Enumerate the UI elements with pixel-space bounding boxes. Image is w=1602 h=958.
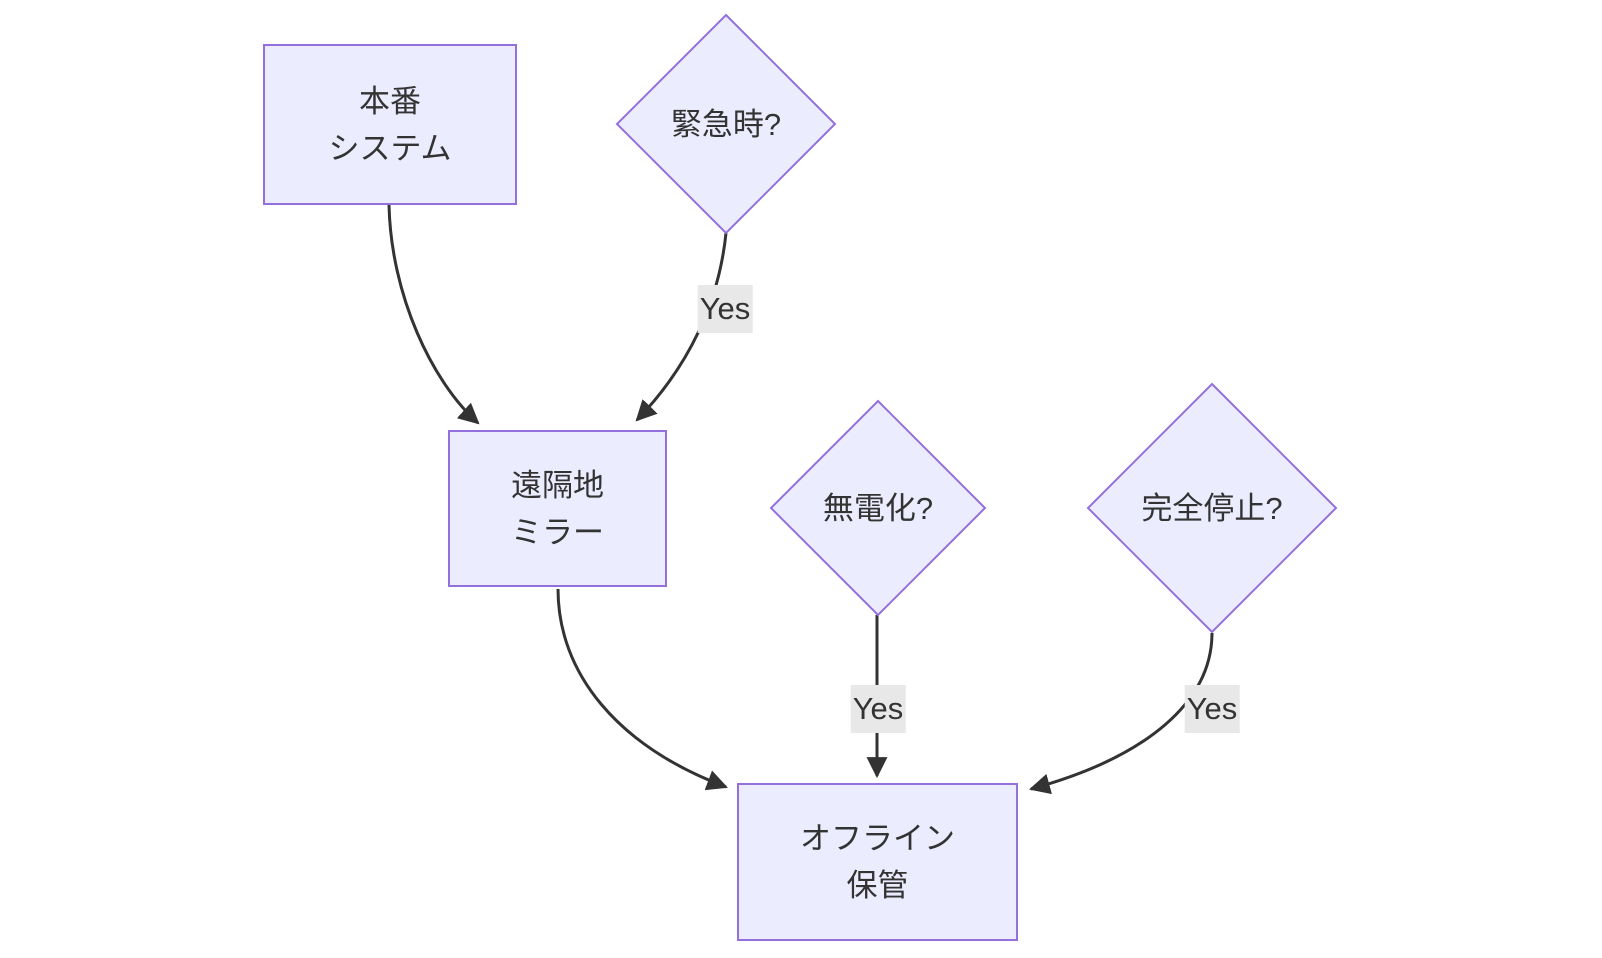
node-label: 本番 <box>359 83 421 119</box>
node-label: オフライン <box>800 821 955 856</box>
decision-diamond-no-power <box>769 399 987 617</box>
edge-mirror-to-offline <box>556 588 728 791</box>
edge-production-to-mirror <box>387 204 480 425</box>
edge-label-emergency-yes: Yes <box>697 285 753 333</box>
edge-label-full-stop-yes: Yes <box>1184 685 1240 733</box>
node-label: ミラー <box>511 514 604 550</box>
node-label: システム <box>328 130 452 166</box>
decision-diamond-full-stop <box>1086 382 1338 634</box>
node-label: 保管 <box>846 868 909 903</box>
node-label: 遠隔地 <box>511 467 604 503</box>
node-remote-mirror: 遠隔地 ミラー <box>448 430 667 587</box>
node-production-system: 本番 システム <box>263 44 517 205</box>
decision-diamond-emergency <box>615 13 837 235</box>
edge-fullstop-to-offline <box>1028 632 1214 795</box>
node-offline-storage: オフライン 保管 <box>737 783 1018 941</box>
edge-label-no-power-yes: Yes <box>850 685 906 733</box>
